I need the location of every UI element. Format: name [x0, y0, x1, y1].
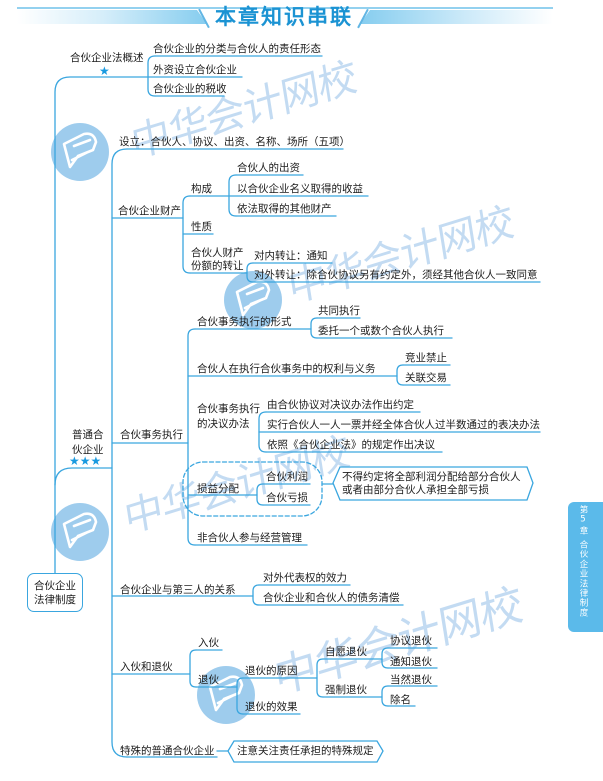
- node-general-partnership-line1: 普通合: [72, 429, 104, 441]
- node-voluntary-item: 通知退伙: [390, 656, 432, 668]
- node-resolution-item: 依照《合伙企业法》的规定作出决议: [267, 439, 435, 451]
- node-rights-item: 关联交易: [405, 372, 447, 384]
- node-property-nature: 性质: [191, 221, 212, 233]
- node-voluntary-withdrawal: 自愿退伙: [325, 646, 367, 658]
- node-withdrawal-effects: 退伙的效果: [245, 701, 298, 713]
- node-admission: 入伙: [198, 637, 219, 649]
- node-composition-item: 合伙人的出资: [237, 162, 300, 174]
- node-overview: 合伙企业法概述: [70, 52, 144, 64]
- node-profit-loss: 损益分配: [197, 483, 239, 495]
- node-voluntary-item: 协议退伙: [390, 635, 432, 647]
- page-title: 本章知识串联: [215, 5, 353, 29]
- node-composition-item: 依法取得的其他财产: [237, 203, 332, 215]
- node-compulsory-withdrawal: 强制退伙: [325, 684, 367, 696]
- node-withdrawal-causes: 退伙的原因: [245, 665, 298, 677]
- node-transfer-item: 对内转让：通知: [254, 250, 328, 262]
- node-third-party-item: 合伙企业和合伙人的债务清偿: [263, 592, 400, 604]
- node-establishment: 设立：合伙人、协议、出资、名称、场所（五项）: [119, 136, 350, 148]
- node-share-transfer-line1: 合伙人财产: [191, 247, 244, 259]
- root-node-line2: 法律制度: [34, 593, 76, 606]
- node-overview-item: 合伙企业的分类与合伙人的责任形态: [153, 43, 321, 55]
- chapter-title-label: 合伙企业法律制度: [578, 540, 588, 618]
- node-property-composition: 构成: [191, 183, 212, 195]
- importance-star-icon: ★: [99, 64, 110, 78]
- title-top-rule: [17, 7, 553, 9]
- node-overview-item: 外资设立合伙企业: [153, 64, 237, 76]
- node-third-party: 合伙企业与第三人的关系: [120, 584, 236, 596]
- callout-profit-loss-note-line2: 或者由部分合伙人承担全部亏损: [342, 484, 489, 496]
- watermark-logo-icon: [51, 123, 109, 181]
- node-resolution-line2: 的决议办法: [197, 418, 250, 430]
- title-band-right: [360, 10, 553, 24]
- node-resolution-line1: 合伙事务执行: [197, 403, 260, 415]
- node-profit-loss-item: 合伙利润: [266, 471, 308, 483]
- callout-profit-loss-note-line1: 不得约定将全部利润分配给部分合伙人: [342, 471, 521, 483]
- node-rights-item: 竞业禁止: [405, 352, 447, 364]
- node-composition-item: 以合伙企业名义取得的收益: [237, 183, 363, 195]
- node-affairs: 合伙事务执行: [120, 429, 183, 441]
- node-property: 合伙企业财产: [118, 205, 181, 217]
- chapter-side-tab: 第5章 合伙企业法律制度: [568, 502, 603, 632]
- node-general-partnership-line2: 伙企业: [72, 444, 104, 456]
- node-resolution-item: 由合伙协议对决议办法作出约定: [267, 399, 414, 411]
- node-compulsory-item: 除名: [390, 694, 411, 706]
- importance-stars-icon: ★★★: [69, 454, 102, 468]
- node-share-transfer-line2: 份额的转让: [191, 260, 244, 272]
- callout-special-note: 注意关注责任承担的特殊规定: [237, 745, 374, 757]
- title-band-left: [17, 10, 207, 24]
- root-node-box: 合伙企业 法律制度: [27, 573, 83, 612]
- node-compulsory-item: 当然退伙: [390, 674, 432, 686]
- node-affairs-forms: 合伙事务执行的形式: [197, 316, 292, 328]
- node-admission-withdrawal: 入伙和退伙: [120, 661, 173, 673]
- chapter-number-label: 第5章: [578, 505, 588, 536]
- node-forms-item: 委托一个或数个合伙人执行: [318, 325, 444, 337]
- node-third-party-item: 对外代表权的效力: [263, 572, 347, 584]
- node-transfer-item: 对外转让：除合伙协议另有约定外，须经其他合伙人一致同意: [254, 269, 538, 281]
- node-resolution-item: 实行合伙人一人一票并经全体合伙人过半数通过的表决办法: [267, 419, 540, 431]
- node-withdrawal: 退伙: [198, 674, 219, 686]
- node-profit-loss-item: 合伙亏损: [266, 492, 308, 504]
- node-non-partner: 非合伙人参与经营管理: [197, 532, 302, 544]
- node-overview-item: 合伙企业的税收: [153, 83, 227, 95]
- watermark-logo-icon: [51, 503, 109, 561]
- node-special-partnership: 特殊的普通合伙企业: [120, 745, 215, 757]
- node-affairs-rights: 合伙人在执行合伙事务中的权利与义务: [197, 363, 376, 375]
- root-node-line1: 合伙企业: [34, 579, 76, 592]
- node-forms-item: 共同执行: [318, 305, 360, 317]
